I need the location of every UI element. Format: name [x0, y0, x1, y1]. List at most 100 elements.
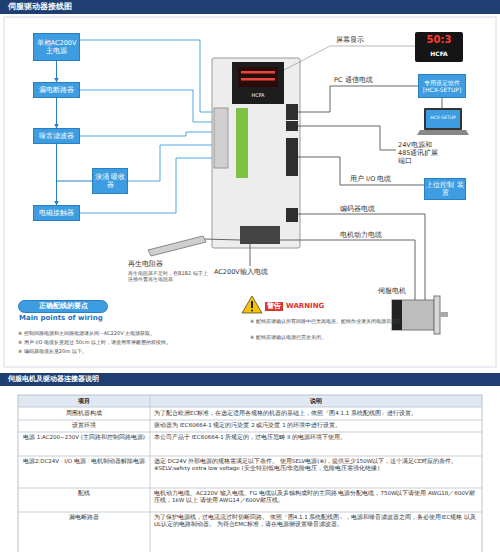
cables [203, 86, 442, 300]
terminal-block [214, 108, 228, 168]
resistor-wire [203, 239, 240, 240]
brand-mark: HCFA [415, 50, 463, 58]
box-text: 电磁接触器 [39, 209, 74, 217]
warning-symbol [242, 296, 262, 313]
table-cell: 配线 [20, 490, 148, 497]
process-box: 单相AC200V 主电源 [33, 33, 80, 61]
motor-shaft [440, 312, 448, 317]
driver-display [238, 67, 278, 87]
table-cell: 设置环境 [20, 422, 148, 429]
table-cell: 电机动力电缆、AC220V 输入电缆、FG 电缆以及多轴构成时的主回路 电源分配… [154, 490, 480, 504]
display-digits: 50:3 [415, 34, 463, 47]
table-cell: 选定 DC24V 外部电源的规格需满足以下条件。 使用SELV电源(※)，提供至… [154, 458, 480, 472]
encoder-cable [298, 214, 425, 300]
table-cell: 为了保护电源线，过电流流过时切断回路。 依照『图4.1.1 系统配线图』，电源和… [154, 514, 480, 528]
flow-arrow [57, 144, 93, 181]
warning-word: WARNING [286, 302, 336, 311]
cable-label: AC200V输入电缆 [214, 268, 286, 276]
laptop-base [417, 130, 469, 135]
table-header: 项目 [18, 397, 150, 405]
table-cell: 电源2:DC24V · I/O 电源 · 电机制动器解除电源 [20, 458, 148, 465]
servo-driver [212, 58, 300, 248]
box-text: 浪涌 吸收器 [94, 173, 126, 189]
warning-triangle [242, 296, 262, 313]
power-wire [80, 132, 214, 136]
power-wire [80, 40, 214, 112]
section-bar [0, 373, 500, 386]
table-rule [18, 456, 482, 457]
connector [286, 104, 298, 120]
table-rules [18, 395, 482, 552]
table-cell: 漏电断路器 [20, 514, 148, 521]
table-border [18, 395, 482, 552]
table-cell: 电源 1:AC200~230V (主回路和控制回路电源) [20, 434, 148, 441]
cable-label: 电机动力电缆 [340, 231, 400, 239]
screen-text: HCX-SETUP [426, 115, 460, 121]
driver-panel [232, 62, 284, 104]
laptop-screen [426, 110, 460, 128]
heading-pill: 正确配线的要点Main points of wiring [18, 300, 108, 313]
diagram-frame [4, 17, 496, 367]
table-header-fill [18, 395, 482, 407]
connector [286, 121, 298, 131]
note-text: 再生电阻器不足时，在B1B2 端子上连接外置再生电阻器 [128, 270, 208, 283]
motor-body [392, 300, 434, 330]
note-text: ※ 配线前请确认电源已完全关闭。 [250, 334, 475, 340]
brand-strip [236, 108, 248, 178]
note-text: ※ 控制回路电源和主回路电源请从同一AC220V 主电源获取。 [18, 330, 233, 336]
table-cell: 周围机器构成 [20, 410, 148, 417]
box-subtitle: Main points of wiring [19, 314, 103, 323]
resistor-plate [148, 236, 206, 256]
page-title: 伺服驱动器接线图 [8, 2, 308, 12]
display-segment [241, 71, 275, 74]
software-link [442, 98, 443, 108]
warning-bar [251, 301, 253, 308]
note-text: ※ 编码器电缆长度20m 以下。 [18, 348, 233, 354]
connector [286, 138, 298, 176]
table-rule [150, 395, 151, 552]
flow-arrow [56, 61, 57, 82]
pc-cable [298, 86, 418, 112]
box-text: 单相AC200V 主电源 [35, 39, 78, 55]
motor-encoder [392, 300, 402, 330]
table-rule [18, 407, 482, 408]
display-segment [241, 78, 275, 81]
note-text: ※ 用户 I/O 电缆长度超过 50cm 以上时，请使用带屏蔽层的双绞线。 [18, 339, 233, 345]
power-wire [80, 158, 214, 213]
port-label: 24V电源和 485通讯扩展端口 [398, 141, 444, 165]
power-wire [80, 90, 214, 122]
cable-label: PC 通信电缆 [334, 76, 404, 84]
part-label: 再生电阻器 [128, 260, 178, 268]
process-box: 上位控制 装置 [424, 178, 466, 200]
box-text: 上位控制 装置 [426, 181, 464, 197]
table-cell: 驱动器为 IEC60664-1 规定的污染度 2 或污染度 1 的环境中进行设置… [154, 422, 480, 429]
table-rule [18, 488, 482, 489]
process-box: 专用设定软件 [HCX-SETUP] [418, 74, 466, 98]
port-cable [298, 126, 396, 150]
laptop-lid [424, 108, 462, 130]
spec-table [18, 395, 482, 552]
input-cable [250, 244, 251, 266]
cable-label: 编码器电缆 [340, 205, 400, 213]
table-cell: 本公司产品于 IEC60664-1 所规定的，过电压范畴 II 的电源环境下使用… [154, 434, 480, 441]
table-rule [18, 420, 482, 421]
power-wires [80, 40, 214, 213]
servo-motor [392, 296, 448, 334]
table-rule [18, 512, 482, 513]
process-box: 电磁接触器 [33, 205, 80, 221]
part-label: 伺服电机 [378, 287, 408, 295]
driver-body [212, 58, 300, 248]
header-bar [0, 0, 500, 14]
box-text: 正确配线的要点 [39, 302, 88, 311]
connector [286, 208, 298, 222]
callout-label: 屏幕显示 [336, 36, 376, 44]
note-text: ※ 配线前请确认所有回路中已无高电压。配线作业请关闭电源后进行。 [250, 318, 475, 324]
display-closeup [415, 32, 463, 62]
flow-arrow [56, 144, 57, 205]
motor-flange [434, 296, 440, 334]
section-heading: 伺服电机及驱动器连接器说明 [8, 375, 258, 384]
cable-label: 用户 I/O 电缆 [350, 175, 420, 183]
